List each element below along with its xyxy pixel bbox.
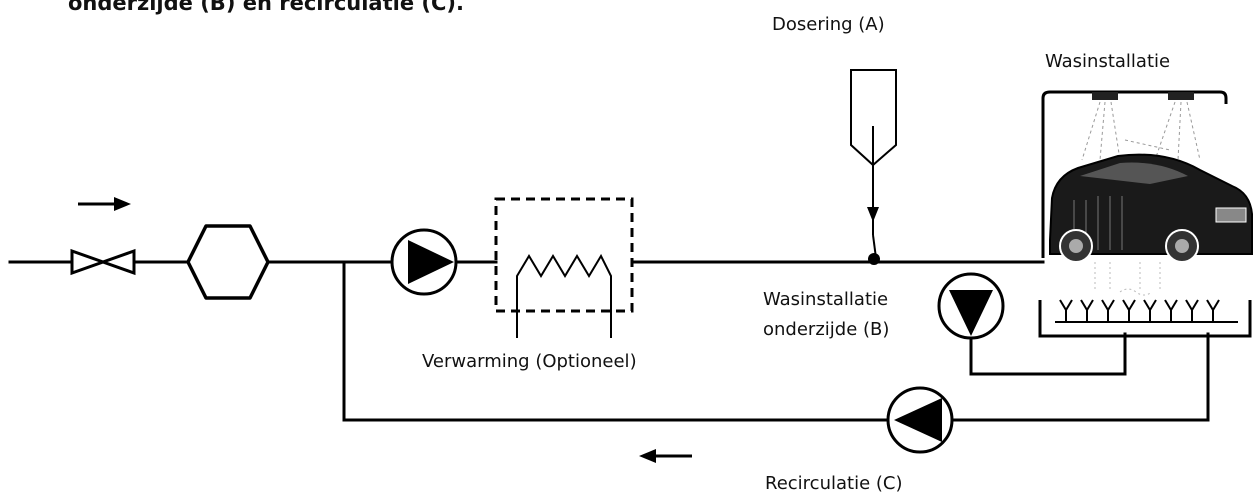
wash-installation-bottom-label: onderzijde (B) <box>763 319 890 340</box>
arrow-right-icon <box>78 197 131 211</box>
wash-installation-label: Wasinstallatie <box>1045 51 1171 72</box>
heating-label: Verwarming (Optioneel) <box>422 351 637 372</box>
hexagon-filter-icon <box>186 224 270 300</box>
pump-icon <box>390 228 458 296</box>
pump-icon <box>937 272 1005 340</box>
heat-exchanger-icon <box>494 197 634 338</box>
arrow-left-icon <box>639 449 692 463</box>
pump-icon <box>886 386 954 454</box>
page-heading: onderzijde (B) en recirculatie (C). <box>68 0 464 15</box>
nozzle-row <box>1059 299 1220 322</box>
wash-installation-bottom-label: Wasinstallatie <box>763 289 889 310</box>
gate-valve-icon <box>70 248 136 276</box>
recirculation-label: Recirculatie (C) <box>765 473 903 494</box>
dosing-label: Dosering (A) <box>772 14 885 35</box>
car-wash-icon <box>1038 90 1253 338</box>
dosing-tank-icon <box>850 69 897 265</box>
